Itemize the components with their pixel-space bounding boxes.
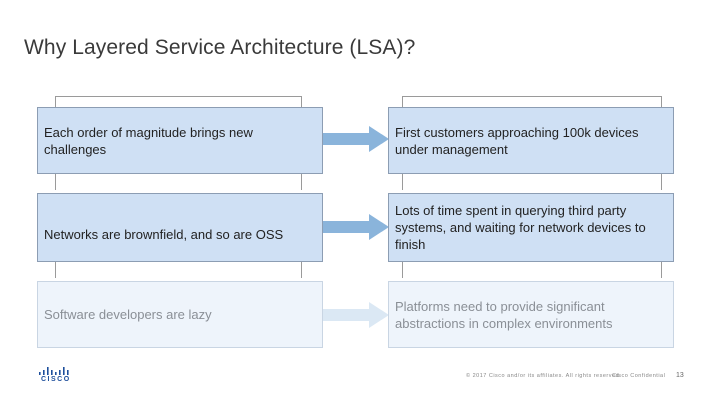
right-connector-2: [402, 262, 662, 278]
left-top-bracket: [55, 96, 302, 107]
cisco-logo: CISCO: [38, 364, 71, 383]
arrow-right-icon: [323, 126, 389, 152]
result-box-1: First customers approaching 100k devices…: [388, 107, 674, 174]
result-box-2: Lots of time spent in querying third par…: [388, 193, 674, 262]
left-connector-2: [55, 262, 302, 278]
result-text-2: Lots of time spent in querying third par…: [395, 203, 646, 252]
cisco-bridge-icon: [39, 367, 69, 375]
challenge-text-3: Software developers are lazy: [44, 307, 212, 322]
challenge-text-2: Networks are brownfield, and so are OSS: [44, 227, 284, 242]
challenge-box-1: Each order of magnitude brings new chall…: [37, 107, 323, 174]
challenge-box-2: Networks are brownfield, and so are OSS: [37, 193, 323, 262]
arrow-right-icon: [323, 302, 389, 328]
right-connector-1: [402, 174, 662, 190]
challenge-text-1: Each order of magnitude brings new chall…: [44, 124, 253, 157]
result-box-3: Platforms need to provide significant ab…: [388, 281, 674, 348]
left-connector-1: [55, 174, 302, 190]
arrow-right-icon: [323, 214, 389, 240]
slide-title: Why Layered Service Architecture (LSA)?: [24, 36, 416, 59]
challenge-box-3: Software developers are lazy: [37, 281, 323, 348]
confidential-label: Cisco Confidential: [612, 373, 666, 379]
page-number: 13: [676, 372, 684, 379]
copyright-text: © 2017 Cisco and/or its affiliates. All …: [466, 373, 622, 379]
result-text-3: Platforms need to provide significant ab…: [395, 298, 613, 331]
cisco-logo-text: CISCO: [41, 376, 71, 383]
right-top-bracket: [402, 96, 662, 107]
result-text-1: First customers approaching 100k devices…: [395, 124, 639, 157]
